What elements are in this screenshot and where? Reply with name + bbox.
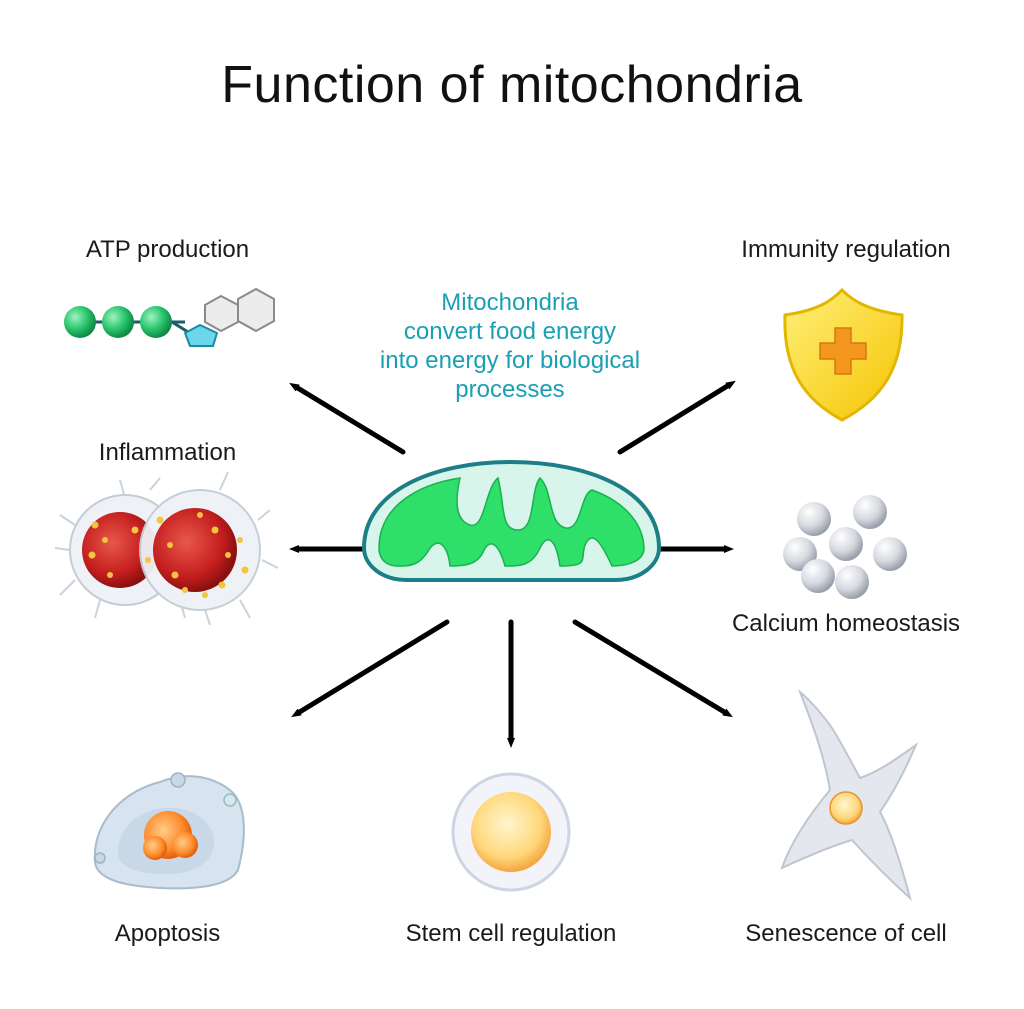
label-calcium-homeostasis: Calcium homeostasis [731, 610, 961, 637]
label-senescence-of-cell: Senescence of cell [745, 920, 947, 947]
apoptosis-cell-illustration [93, 772, 245, 890]
caption-line-4: processes [455, 376, 565, 403]
label-apoptosis: Apoptosis [114, 920, 221, 947]
arrow-atp [289, 382, 406, 455]
label-stem-cell-regulation: Stem cell regulation [405, 920, 617, 947]
caption-line-2: convert food energy [403, 318, 617, 345]
adenine-ring-large [237, 287, 275, 333]
caption-line-1: Mitochondria [441, 289, 579, 316]
page-title: Function of mitochondria [221, 56, 803, 114]
phosphate-ball-3 [140, 306, 172, 338]
mitochondrion-cristae [378, 476, 645, 567]
adenine-ring-small [204, 294, 239, 333]
arrows [289, 380, 736, 748]
mitochondrion-illustration [361, 459, 662, 582]
label-atp-production: ATP production [85, 236, 250, 263]
senescent-cell-illustration [780, 688, 919, 901]
plus-icon [819, 327, 867, 375]
arrow-senescence [572, 619, 733, 718]
atp-molecule-illustration [64, 287, 275, 347]
center-caption: Mitochondria convert food energy into en… [330, 288, 690, 404]
calcium-ions-illustration [783, 495, 907, 599]
arrow-apoptosis [291, 619, 450, 718]
label-immunity-regulation: Immunity regulation [741, 236, 951, 263]
phosphate-ball-2 [102, 306, 134, 338]
label-inflammation: Inflammation [98, 439, 237, 466]
inflammation-cells-illustration [54, 471, 279, 626]
arrow-immunity [617, 380, 736, 455]
caption-line-3: into energy for biological [379, 347, 641, 374]
phosphate-ball-1 [64, 306, 96, 338]
shield-icon [783, 287, 904, 422]
ribose-pentagon [183, 323, 219, 347]
stem-cell-illustration [451, 772, 571, 892]
